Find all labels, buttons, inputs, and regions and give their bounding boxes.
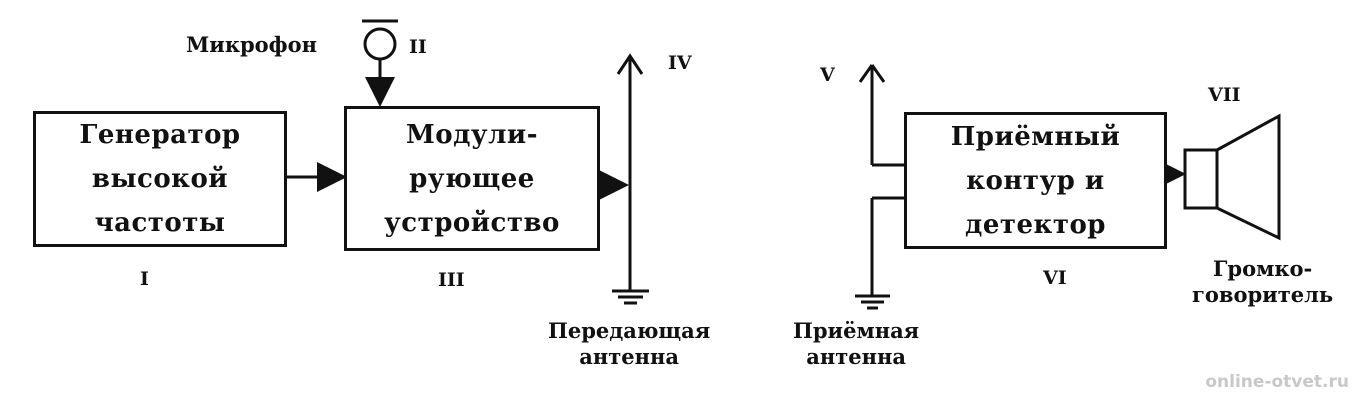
- generator-block: Генератор высокой частоты: [33, 111, 287, 247]
- receive-antenna-label: Приёмная антенна: [793, 318, 920, 369]
- roman-V: V: [820, 64, 835, 86]
- modulator-block: Модули- рующее устройство: [344, 106, 600, 251]
- receiver-block: Приёмный контур и детектор: [904, 112, 1167, 249]
- microphone-label: Микрофон: [186, 32, 317, 57]
- transmit-antenna-label: Передающая антенна: [548, 318, 711, 369]
- loudspeaker-label: Громко- говоритель: [1192, 256, 1334, 307]
- roman-I: I: [140, 268, 149, 290]
- generator-block-text: Генератор высокой частоты: [79, 120, 241, 238]
- receiver-block-text: Приёмный контур и детектор: [950, 121, 1121, 240]
- roman-III: III: [438, 269, 465, 291]
- roman-IV: IV: [668, 52, 692, 74]
- roman-VII: VII: [1208, 84, 1241, 106]
- loudspeaker-icon: [1183, 113, 1281, 241]
- transmit-antenna-icon: [612, 53, 649, 305]
- receive-antenna-icon: [855, 64, 906, 310]
- watermark: online-otvet.ru: [1205, 372, 1349, 392]
- microphone-icon: [362, 19, 398, 107]
- modulator-block-text: Модули- рующее устройство: [384, 119, 560, 238]
- roman-II: II: [409, 36, 427, 58]
- roman-VI: VI: [1043, 267, 1067, 289]
